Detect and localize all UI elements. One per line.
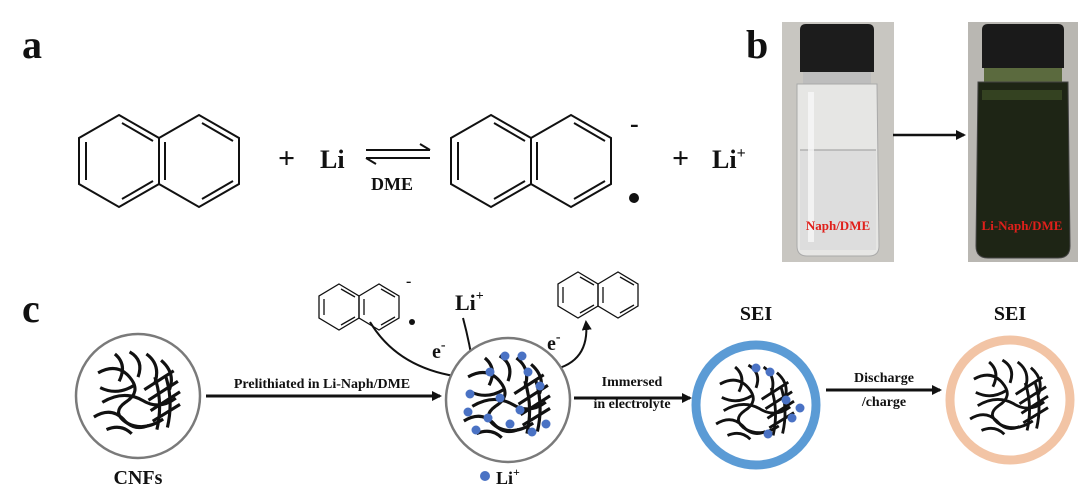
li-ion-dot (515, 405, 525, 415)
naphthalene-radical-small (318, 283, 400, 331)
sei-coated-particle-cycled (945, 335, 1075, 465)
vial-right-label: Li-Naph/DME (982, 218, 1063, 233)
immersion-label-line1: Immersed (602, 375, 663, 390)
li-ion-dot (781, 395, 791, 405)
radical-small-dot (409, 319, 415, 325)
legend-li-dot (480, 471, 490, 481)
sei-coated-particle-blue (691, 340, 821, 470)
panel-label-c: c (22, 286, 40, 331)
immersion-label-line2: in electrolyte (593, 397, 670, 412)
li-ion-dot (527, 427, 537, 437)
naphthalene-structure (78, 113, 240, 209)
watermark: 大数跨境 (13, 465, 116, 489)
sei-label-2: SEI (994, 303, 1026, 325)
equilibrium-arrows (365, 143, 431, 165)
vial-left-label: Naph/DME (806, 218, 870, 233)
li-dot-group-prelithiated (463, 351, 551, 437)
watermark-text: 大数跨境 (36, 465, 116, 489)
li-ion-dot (463, 407, 473, 417)
li-ion-dot (505, 419, 515, 429)
li-ion-dot (535, 381, 545, 391)
radical-small-charge: - (406, 273, 411, 290)
li-ion-dot (765, 367, 775, 377)
li-ion-dot (541, 419, 551, 429)
li-ion-dot (523, 367, 533, 377)
vial-photo-left: Naph/DME (782, 22, 894, 262)
sei-label-1: SEI (740, 303, 772, 325)
li-dot-group-sei (751, 363, 805, 439)
lithium-ion-label: Li+ (712, 145, 746, 174)
li-ion-dot (465, 389, 475, 399)
anion-charge: - (630, 109, 639, 138)
li-ion-dot (471, 425, 481, 435)
radical-dot (629, 193, 639, 203)
plus-sign-2: + (672, 142, 689, 175)
li-ion-dot (795, 403, 805, 413)
li-ion-label-top: Li+ (455, 289, 484, 315)
vial-photo-right: Li-Naph/DME (968, 22, 1078, 262)
solvent-label: DME (371, 174, 413, 194)
cnf-particle (74, 332, 202, 460)
lithium-label: Li (320, 145, 345, 174)
li-ion-dot (787, 413, 797, 423)
electron-out-label: e- (547, 330, 561, 355)
li-ion-dot (483, 413, 493, 423)
li-ion-dot (500, 351, 510, 361)
panel-label-a: a (22, 22, 42, 67)
electron-in-label: e- (432, 338, 446, 363)
li-ion-dot (495, 393, 505, 403)
panel-label-b: b (746, 22, 768, 67)
cycling-label-line2: /charge (861, 395, 906, 410)
naphthalene-product-small (557, 271, 639, 319)
prelithiation-step-label: Prelithiated in Li-Naph/DME (234, 377, 410, 392)
plus-sign-1: + (278, 142, 295, 175)
li-ion-dot (751, 363, 761, 373)
naphthalene-anion-structure (450, 113, 612, 209)
li-ion-dot (485, 367, 495, 377)
li-ion-dot (763, 429, 773, 439)
cnfs-label: CNFs (114, 467, 163, 489)
li-ion-dot (517, 351, 527, 361)
cycling-label-line1: Discharge (854, 371, 914, 386)
legend-li-label: Li+ (496, 465, 520, 488)
